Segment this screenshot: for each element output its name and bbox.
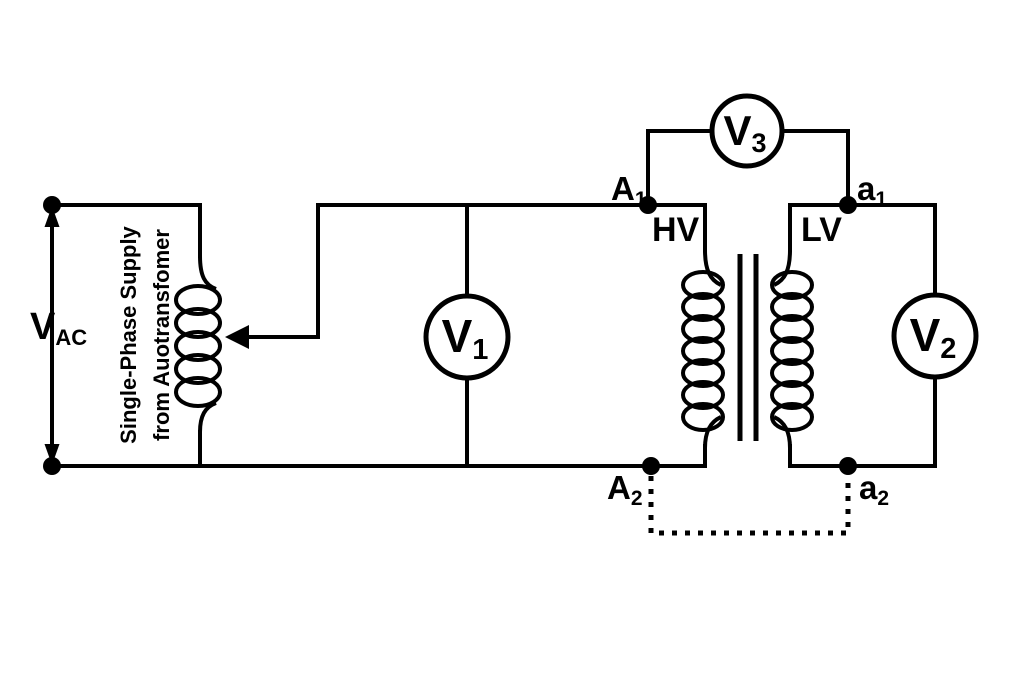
wires — [52, 129, 937, 468]
autotransformer-coil — [174, 255, 222, 433]
terminal-label-a1-lv: a1 — [857, 170, 887, 211]
terminal-dot-a2-hv — [642, 457, 660, 475]
wiper-arrowhead-icon — [225, 325, 249, 349]
terminal-label-a1-hv: A1 — [611, 170, 647, 211]
voltmeter-v1-label: V1 — [442, 310, 489, 366]
voltmeter-v1-circle — [423, 293, 511, 381]
hv-winding — [681, 249, 725, 449]
voltmeters — [423, 93, 979, 381]
supply-top-terminal-dot — [43, 196, 61, 214]
vac-arrowhead-down-icon — [44, 444, 60, 465]
wire-supply-top — [52, 203, 202, 258]
vac-label: VAC — [30, 306, 87, 350]
wire-lv-top — [788, 203, 937, 296]
lv-winding-label: LV — [801, 211, 842, 249]
supply-bottom-terminal-dot — [43, 457, 61, 475]
voltmeter-v2-label: V2 — [910, 309, 957, 365]
voltmeter-v3-circle — [709, 93, 785, 169]
polarity-dotted-connector — [648, 476, 851, 536]
voltmeter-v2-circle — [891, 292, 979, 380]
terminal-dot-a2-lv — [839, 457, 857, 475]
wire-lv-bottom — [788, 376, 937, 468]
supply-description-line1: Single-Phase Supply — [116, 225, 141, 443]
transformer-core — [737, 254, 759, 441]
terminal-label-a2-lv: a2 — [859, 469, 889, 510]
vac-arrow — [44, 206, 60, 465]
terminal-dot-a1-lv — [839, 196, 857, 214]
transformer — [681, 249, 814, 449]
wire-wiper-to-hv — [247, 203, 707, 339]
supply-description-line2: from Auotransfomer — [149, 229, 174, 441]
hv-winding-label: HV — [652, 211, 700, 249]
wire-v3-right — [782, 129, 850, 205]
wire-supply-bottom — [52, 444, 707, 468]
autotransformer-coil-entry — [198, 255, 217, 291]
terminal-label-a2-hv: A2 — [607, 469, 643, 510]
autotransformer-coil-exit — [198, 401, 217, 433]
wire-v3-left — [646, 129, 712, 205]
vac-arrowhead-up-icon — [44, 206, 60, 227]
lv-winding — [770, 249, 814, 449]
voltmeter-v3-label: V3 — [723, 107, 766, 158]
terminal-dot-a1-hv — [639, 196, 657, 214]
terminal-dots — [43, 196, 857, 475]
